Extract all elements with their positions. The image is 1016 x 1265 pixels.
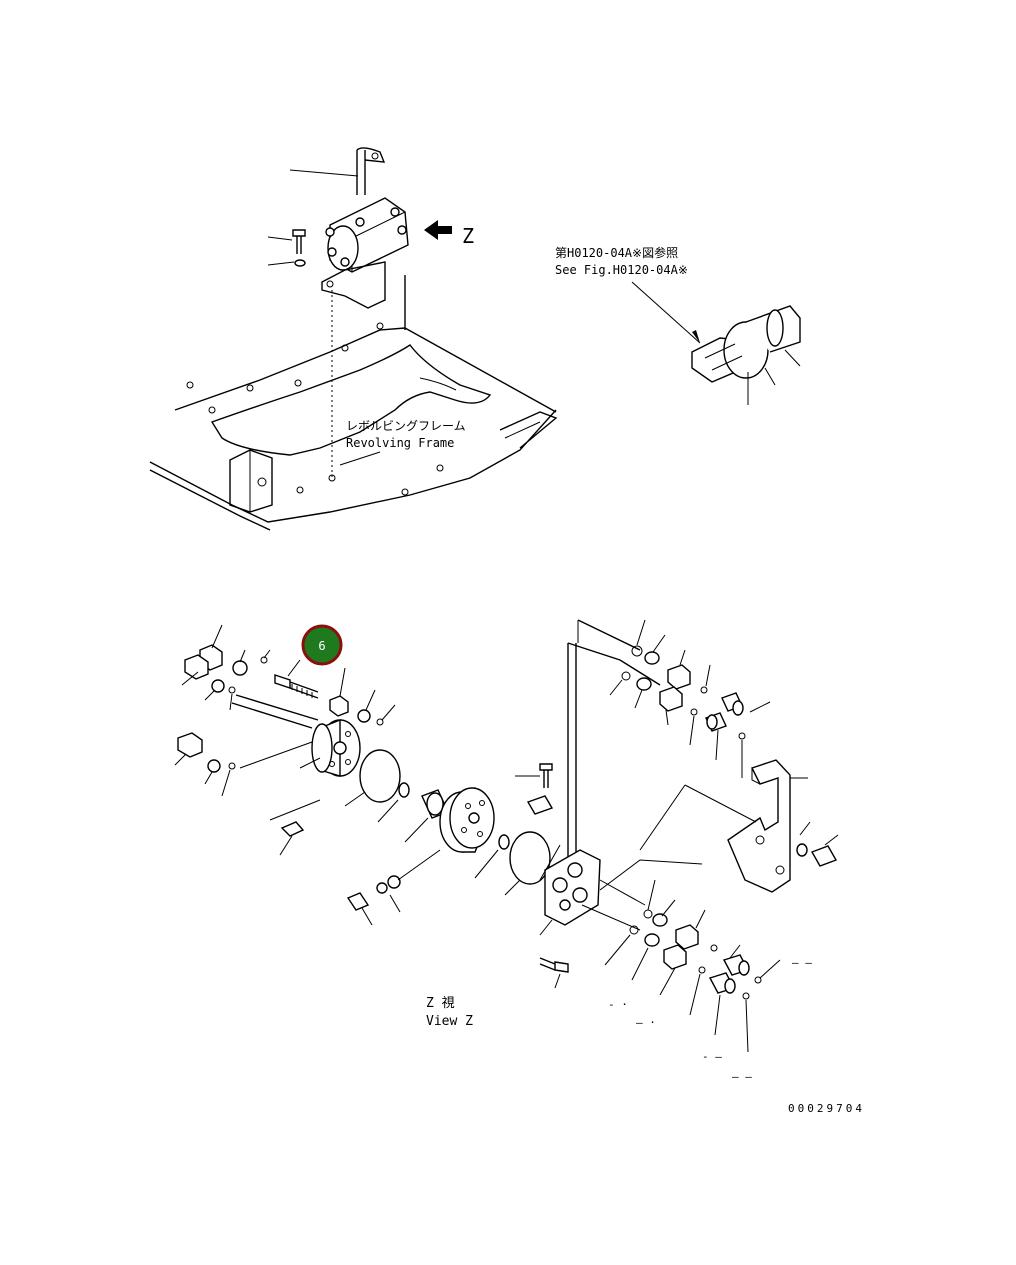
swivel-joint-assembly xyxy=(325,197,409,273)
reference-part-drawing: 第H0120-04A※図参照 See Fig.H0120-04A※ xyxy=(555,245,801,405)
view-arrow-label: Z xyxy=(462,224,474,248)
fittings-upper-right xyxy=(609,619,771,778)
callout-marker-circle[interactable] xyxy=(301,624,343,666)
rotor-disc xyxy=(439,787,495,853)
reference-label-en: See Fig.H0120-04A※ xyxy=(555,263,688,277)
ref-dash-2: - · xyxy=(608,998,628,1011)
swivel-block xyxy=(231,694,361,777)
reference-label-jp: 第H0120-04A※図参照 xyxy=(555,245,678,260)
frame-label-en: Revolving Frame xyxy=(346,436,454,450)
fittings-lower-right xyxy=(604,879,781,1053)
view-label-jp: Z 視 xyxy=(426,996,455,1011)
frame-label-jp: レボルビングフレーム xyxy=(346,419,466,433)
ref-dash-5: – – xyxy=(732,1070,752,1083)
view-label-en: View Z xyxy=(426,1014,473,1029)
callout-marker-6[interactable]: 6 xyxy=(301,624,343,666)
revolving-frame-drawing: Z レボルビングフレーム Revolving Frame xyxy=(149,147,558,531)
mounting-bracket-frame xyxy=(539,619,661,936)
ref-dash-4: - – xyxy=(702,1050,722,1063)
side-bracket xyxy=(599,759,839,893)
drawing-number: 00029704 xyxy=(788,1102,865,1115)
ref-dash-1: – – xyxy=(792,956,812,969)
view-arrow-icon xyxy=(424,220,452,240)
view-z-exploded-drawing: – – - · – · - – – – Z 視 View Z xyxy=(174,619,839,1083)
fittings-upper-left xyxy=(181,624,271,711)
long-bolt xyxy=(274,659,319,699)
callout-marker-number: 6 xyxy=(318,639,325,653)
ref-dash-3: – · xyxy=(636,1016,656,1029)
